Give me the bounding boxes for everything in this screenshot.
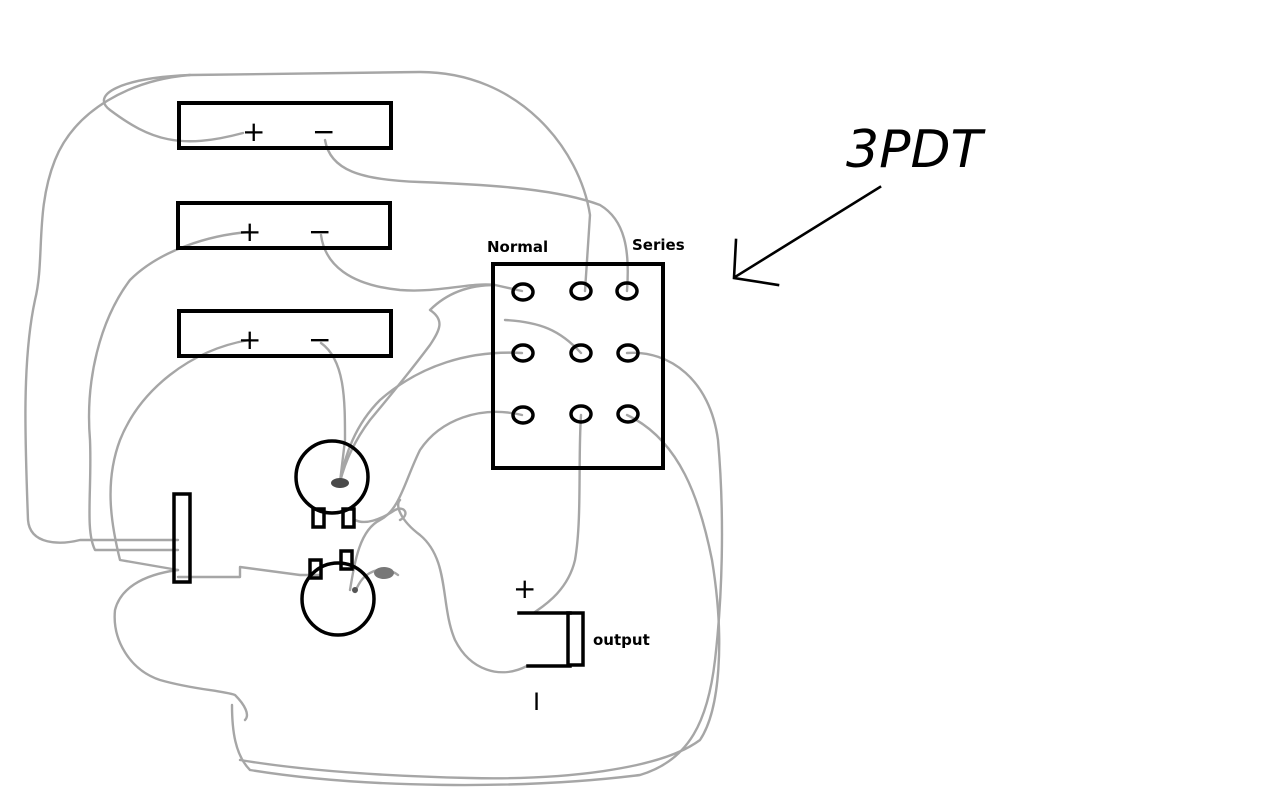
output-label: output <box>593 631 650 649</box>
pickup-1-plus: + <box>242 115 265 148</box>
pot-volume <box>294 439 370 529</box>
pickup-3: + − <box>177 309 393 358</box>
switch-lug-2-2 <box>569 343 593 363</box>
pickup-3-minus: − <box>308 323 331 356</box>
switch-series-label: Series <box>632 236 685 254</box>
wire-p3-plus <box>109 338 251 572</box>
wire-pot-link <box>353 507 407 524</box>
switch-lug-3-1 <box>511 405 535 425</box>
wire-series-bottom-loop <box>238 413 721 780</box>
switch-title: 3PDT <box>846 120 986 180</box>
pot-1-solder <box>331 478 349 488</box>
pickup-1: + − <box>177 101 393 150</box>
wire-p1-minus-series <box>323 138 629 293</box>
pickup-1-minus: − <box>312 115 335 148</box>
pot-2-lug-left <box>308 558 323 580</box>
output-jack: + output I <box>513 572 650 716</box>
wire-sw-top-mess <box>338 283 497 484</box>
pot-2-body <box>300 561 376 637</box>
wire-series-right-loop <box>230 351 724 787</box>
output-plus: + <box>513 572 536 605</box>
pickup-3-body <box>177 309 393 358</box>
pot-1-body <box>294 439 370 515</box>
switch-lug-2-3 <box>616 343 640 363</box>
switch-lug-1-2 <box>569 281 593 301</box>
output-minus: I <box>533 688 540 716</box>
switch-lug-1-1 <box>511 282 535 302</box>
pickup-3-plus: + <box>238 323 261 356</box>
switch-lug-3-2 <box>569 404 593 424</box>
wire-output-minus <box>397 498 529 674</box>
switch-lug-1-3 <box>615 281 639 301</box>
pickup-1-body <box>177 101 393 150</box>
switch-body <box>491 262 665 470</box>
pickup-2: + − <box>176 201 392 250</box>
pickup-2-body <box>176 201 392 250</box>
wire-outer-left <box>24 73 192 544</box>
wire-p3-minus <box>319 341 347 484</box>
wire-sw-mid-left <box>338 351 524 484</box>
selector-strip <box>172 492 192 584</box>
wire-p2-plus <box>87 230 251 552</box>
wire-left-bottom <box>176 565 322 579</box>
wires <box>24 70 724 787</box>
pickup-2-minus: − <box>308 215 331 248</box>
wire-outer-loop <box>102 70 592 293</box>
wire-left-bottom-2 <box>113 568 249 722</box>
wire-p2-minus <box>319 233 524 293</box>
pot-1-lug-left <box>311 507 326 529</box>
switch-lug-2-1 <box>511 343 535 363</box>
switch-3pdt: Normal Series <box>487 236 685 470</box>
switch-normal-label: Normal <box>487 238 548 256</box>
pickup-2-plus: + <box>238 215 261 248</box>
pot-2-solder <box>374 567 394 579</box>
pot-2-lug-right <box>339 549 354 571</box>
pot-2-solder-dot <box>352 587 358 593</box>
arrow-icon <box>732 185 882 287</box>
switch-lug-3-3 <box>616 404 640 424</box>
pot-tone <box>300 549 394 637</box>
wire-sw-to-output <box>533 413 583 614</box>
pot-1-lug-right <box>341 507 356 529</box>
wire-sw-bot-left <box>348 410 524 592</box>
output-jack-body <box>566 611 585 667</box>
